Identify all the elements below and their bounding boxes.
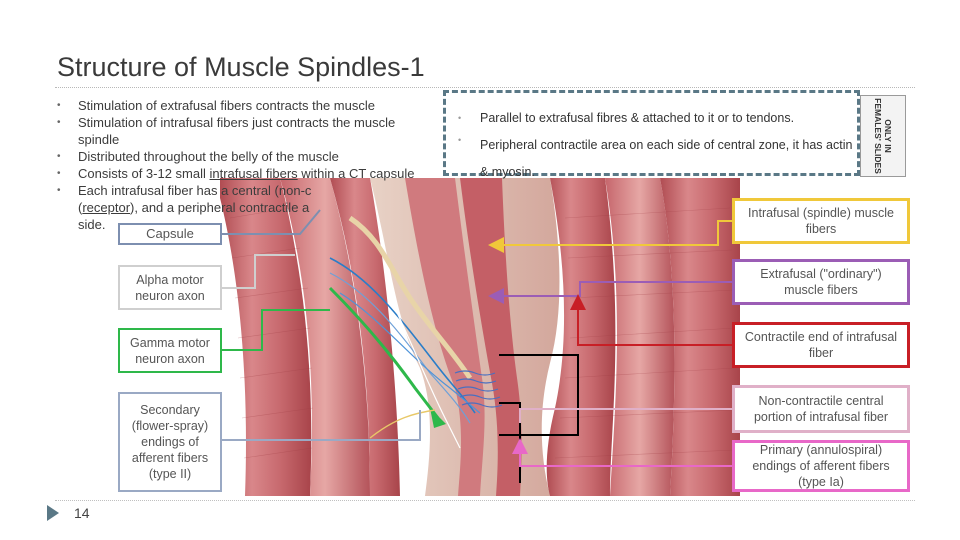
label-secondary-endings: Secondary (flower-spray) endings of affe…: [118, 392, 222, 492]
bullet-item: Consists of 3-12 small intrafusal fibers…: [57, 165, 437, 182]
bullet-item: Distributed throughout the belly of the …: [57, 148, 437, 165]
label-capsule: Capsule: [118, 223, 222, 245]
bullet-item: Stimulation of intrafusal fibers just co…: [57, 114, 437, 148]
label-extrafusal-fibers: Extrafusal ("ordinary") muscle fibers: [732, 259, 910, 305]
receptor-link[interactable]: receptor: [82, 200, 131, 215]
play-arrow-icon: [47, 505, 59, 521]
footer-divider: [55, 500, 915, 501]
note-box: • Parallel to extrafusal fibres & attach…: [443, 90, 860, 179]
bullet-icon: •: [458, 135, 462, 145]
label-gamma-motor-neuron: Gamma motor neuron axon: [118, 328, 222, 373]
bullet-icon: •: [458, 113, 462, 123]
note-item: • Peripheral contractile area on each si…: [458, 132, 858, 186]
females-slides-stamp: ONLY IN FEMALES' SLIDES: [860, 95, 906, 177]
label-intrafusal-fibers: Intrafusal (spindle) muscle fibers: [732, 198, 910, 244]
page-number: 14: [74, 505, 90, 521]
label-primary-endings: Primary (annulospiral) endings of affere…: [732, 440, 910, 492]
label-alpha-motor-neuron: Alpha motor neuron axon: [118, 265, 222, 310]
note-item: • Parallel to extrafusal fibres & attach…: [458, 111, 795, 125]
bullet-list: Stimulation of extrafusal fibers contrac…: [57, 97, 437, 233]
slide-title: Structure of Muscle Spindles-1: [57, 52, 425, 82]
bullet-item: Each intrafusal fiber has a central (non…: [57, 182, 437, 233]
bullet-item: Stimulation of extrafusal fibers contrac…: [57, 97, 437, 114]
title-divider: [55, 87, 915, 88]
label-noncontractile-portion: Non-contractile central portion of intra…: [732, 385, 910, 433]
intrafusal-fibers-link[interactable]: intrafusal fibers: [209, 166, 298, 181]
label-contractile-end: Contractile end of intrafusal fiber: [732, 322, 910, 368]
